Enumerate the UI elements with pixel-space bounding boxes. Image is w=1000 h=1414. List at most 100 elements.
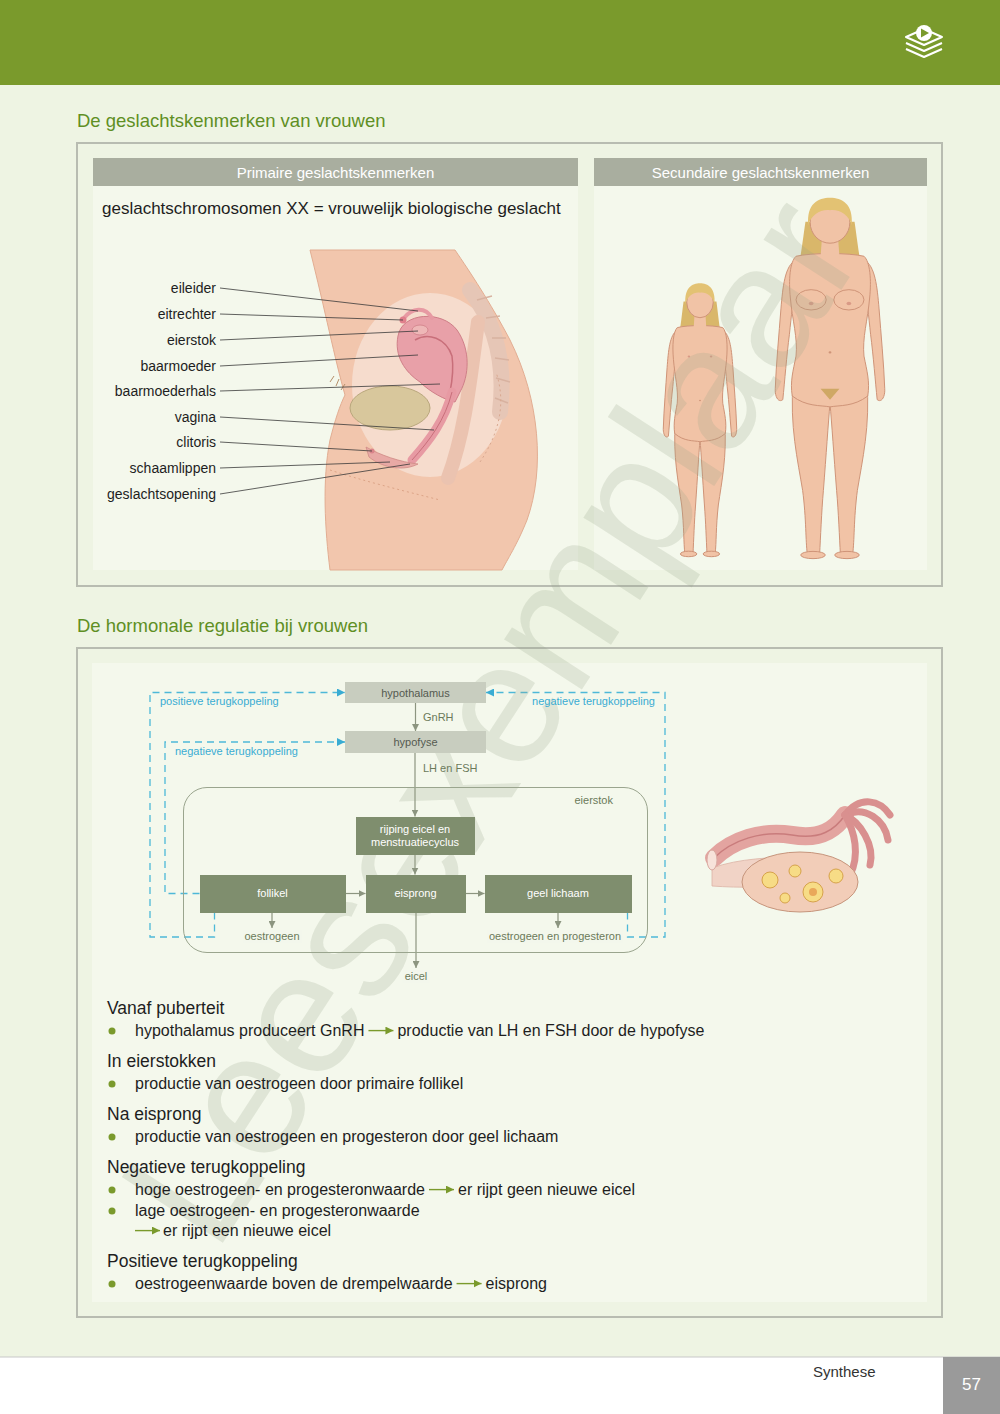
anatomy-illustration [350, 386, 430, 430]
flow-connector [415, 703, 416, 731]
flow-connector [414, 753, 415, 817]
anatomy-illustration [477, 296, 510, 403]
node-text: Secundaire geslachtskenmerken [652, 164, 870, 181]
leader-line [220, 442, 372, 451]
bullet-dot [109, 1134, 116, 1141]
girl-figure [700, 423, 725, 554]
girl-figure [688, 355, 691, 357]
girl-figure [680, 551, 696, 557]
leader-line [220, 288, 418, 311]
leader-line [220, 464, 410, 494]
list-heading: Negatieve terugkoppeling [107, 1157, 305, 1178]
list-item: oestrogeenwaarde boven de drempelwaarde [135, 1274, 453, 1293]
result-arrow [135, 1230, 160, 1231]
anatomy-illustration [310, 250, 537, 570]
part-label: schaamlippen [130, 460, 216, 477]
column-header-band: Secundaire geslachtskenmerken [594, 158, 927, 186]
node-text: geel lichaam [527, 887, 589, 900]
list-heading: Positieve terugkoppeling [107, 1251, 298, 1272]
output-arrow [271, 913, 272, 928]
node-text: eisprong [394, 887, 436, 900]
girl-figure [663, 283, 736, 556]
ovary-illustration [742, 852, 858, 912]
bullet-dot [109, 1208, 116, 1215]
anatomy-illustration [412, 392, 452, 460]
node-text: Primaire geslachtskenmerken [237, 164, 435, 181]
anatomy-illustration [412, 392, 452, 460]
part-label: eierstok [167, 332, 216, 349]
node-text: hypofyse [393, 736, 437, 748]
part-label: baarmoeder [141, 358, 217, 375]
anatomy-illustration [480, 372, 501, 462]
ovary-illustration [707, 802, 890, 912]
hormone-label: oestrogeen en progesteron [487, 930, 623, 943]
ovary-illustration [762, 865, 843, 903]
woman-figure [847, 302, 852, 306]
anatomy-illustration [330, 470, 440, 500]
leader-line [220, 314, 403, 320]
process-box: follikel [200, 875, 346, 913]
girl-figure [710, 355, 713, 357]
list-heading: Vanaf puberteit [107, 998, 224, 1019]
gland-box: hypothalamus [345, 682, 486, 703]
feedback-connector [150, 693, 345, 938]
layers-icon [916, 25, 932, 41]
ovary-illustration [714, 815, 845, 858]
node-text: eierstok [574, 794, 613, 806]
woman-figure [809, 302, 814, 306]
part-label: eileider [171, 280, 216, 297]
ovary-illustration [789, 865, 801, 877]
leader-line [220, 417, 434, 430]
list-item: productie van oestrogeen door primaire f… [135, 1074, 463, 1093]
result-arrow [368, 1030, 393, 1031]
anatomy-illustration [366, 447, 418, 468]
woman-figure [796, 290, 826, 310]
list-item: eisprong [486, 1274, 547, 1293]
layers-icon [906, 25, 942, 57]
woman-figure [834, 290, 864, 310]
footer-band [0, 1357, 1000, 1414]
column-header-band: Primaire geslachtskenmerken [93, 158, 578, 186]
hormone-label: LH en FSH [423, 762, 477, 775]
product-label: eicel [403, 970, 430, 983]
footer-rule [0, 1357, 1000, 1358]
anatomy-illustration [310, 250, 537, 570]
girl-figure [703, 551, 719, 557]
part-label: clitoris [176, 434, 216, 451]
feedback-label: positieve terugkoppeling [160, 695, 279, 708]
page-number-box [943, 1357, 1000, 1414]
ovary-illustration [762, 872, 778, 888]
woman-figure [829, 351, 832, 353]
hormone-label: GnRH [423, 711, 454, 724]
bullet-dot [109, 1187, 116, 1194]
panel-ground [92, 663, 927, 1302]
output-arrow [415, 913, 416, 968]
leader-line [220, 462, 390, 468]
node-text: follikel [257, 887, 288, 900]
section-heading: De geslachtskenmerken van vrouwen [77, 110, 386, 132]
ovary-illustration [829, 869, 843, 883]
woman-figure [790, 254, 871, 407]
ovary-illustration [707, 850, 717, 870]
process-box: rijping eicel en menstruatiecyclus [356, 817, 475, 855]
section-heading: De hormonale regulatie bij vrouwen [77, 615, 368, 637]
footer-section: Synthese [813, 1363, 876, 1381]
woman-figure [821, 389, 840, 400]
ovary-illustration [809, 888, 817, 896]
anatomy-illustration [352, 293, 508, 477]
girl-figure [685, 283, 714, 304]
flow-connector [346, 893, 366, 894]
chromosome-note: geslachtschromosomen XX = vrouwelijk bio… [102, 199, 561, 219]
flow-connector [414, 855, 415, 875]
woman-figure [808, 198, 852, 226]
anatomy-illustration [330, 376, 345, 390]
panel-ground [594, 186, 927, 570]
layers-icon [921, 29, 929, 38]
woman-figure [792, 382, 830, 554]
output-arrow [557, 913, 558, 928]
result-arrow [429, 1189, 454, 1190]
leader-line [220, 384, 440, 391]
anatomy-illustration [397, 316, 467, 402]
process-box: geel lichaam [485, 875, 632, 913]
